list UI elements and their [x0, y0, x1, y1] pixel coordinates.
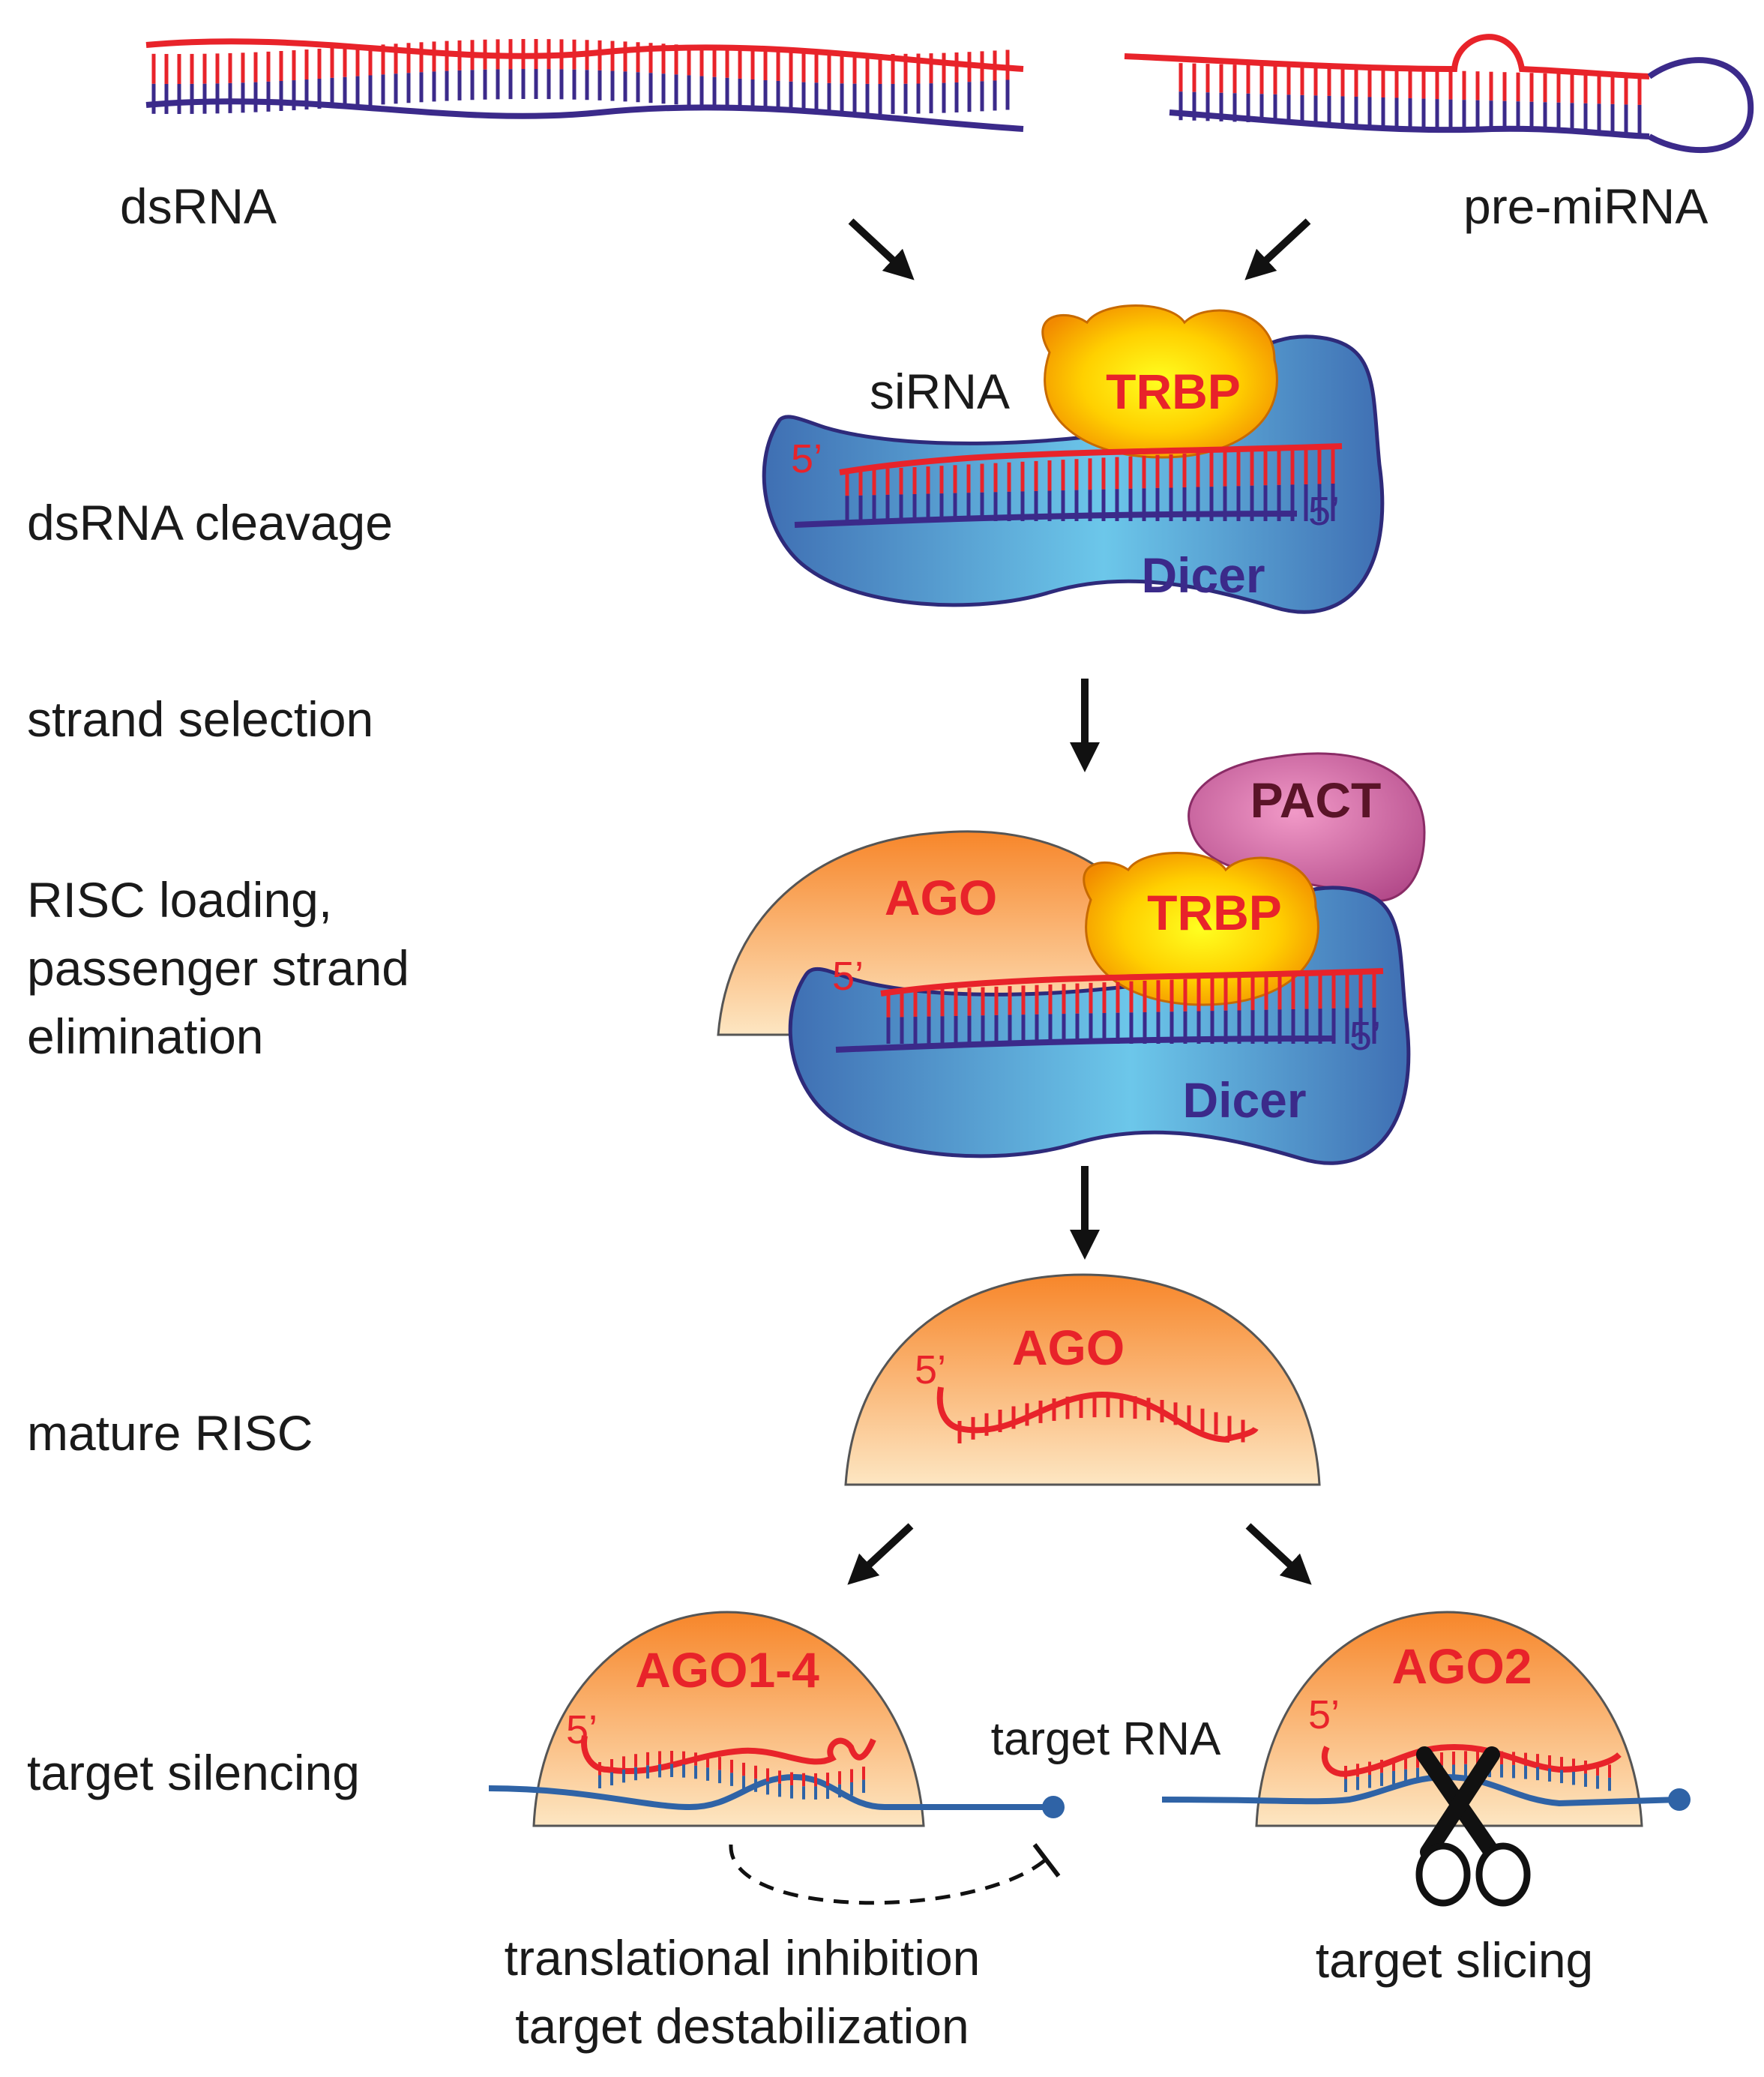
guide-rna-left	[581, 1735, 876, 1775]
scissors-icon	[1415, 1746, 1531, 1907]
step-mature-risc: mature RISC	[27, 1405, 313, 1461]
step-dsrna-cleavage: dsRNA cleavage	[27, 495, 393, 550]
ago2-label: AGO2	[1391, 1638, 1532, 1694]
ago-label-mature: AGO	[1012, 1320, 1125, 1375]
risc-loading-complex: 5’ 5’ AGO TRBP PACT Dicer	[717, 752, 1426, 1165]
dicer-label: Dicer	[1141, 547, 1265, 603]
ago1-4-label: AGO1-4	[635, 1642, 819, 1698]
five-prime-label-guide-2: 5’	[832, 954, 864, 999]
five-prime-label-guide: 5’	[791, 436, 822, 481]
dicer-complex-cleavage: 5’ 5’ TRBP Dicer siRNA	[762, 304, 1385, 614]
dicer-label-loading: Dicer	[1182, 1072, 1306, 1128]
outcome-target-slicing: target slicing	[1315, 1932, 1594, 1988]
trbp-label-loading: TRBP	[1147, 885, 1282, 940]
target-rna-left-end	[1042, 1796, 1065, 1818]
mature-risc-complex: 5’ AGO	[844, 1273, 1321, 1486]
inhibition-dashed-line	[729, 1844, 1047, 1905]
sirna-label: siRNA	[870, 364, 1010, 419]
ago1-4-complex: 5’ AGO1-4	[488, 1611, 1065, 1905]
arrow-dsrna-to-dicer	[848, 218, 915, 280]
dsrna-label: dsRNA	[120, 178, 277, 234]
ago2-complex: 5’ AGO2	[1161, 1611, 1691, 1907]
five-prime-label-ago2: 5’	[1308, 1692, 1340, 1737]
arrow-to-ago2	[1245, 1523, 1312, 1585]
step-strand-selection: strand selection	[27, 691, 374, 747]
guide-rna-right	[1321, 1743, 1622, 1777]
outcome-translational-inhibition: translational inhibition target destabil…	[504, 1930, 981, 2054]
five-prime-label-ago1-4: 5’	[566, 1707, 597, 1752]
target-rna-right-end	[1668, 1788, 1691, 1811]
target-rna-right	[1161, 1773, 1680, 1807]
ago-label-loading: AGO	[885, 870, 997, 925]
arrow-to-ago1-4	[847, 1523, 914, 1585]
target-rna-label: target RNA	[991, 1713, 1221, 1765]
trbp-protein-loading	[1083, 852, 1319, 1006]
pre-mirna-molecule	[1124, 34, 1754, 154]
five-prime-label-passenger: 5’	[1308, 489, 1340, 534]
pact-label: PACT	[1250, 772, 1382, 828]
inhibition-bar	[1032, 1843, 1061, 1878]
arrow-premirna-to-dicer	[1244, 218, 1311, 280]
step-target-silencing: target silencing	[27, 1745, 360, 1800]
trbp-label: TRBP	[1106, 364, 1241, 419]
step-risc-loading: RISC loading, passenger strand eliminati…	[27, 872, 409, 1064]
five-prime-label-passenger-2: 5’	[1349, 1014, 1381, 1059]
dsrna-molecule	[145, 38, 1024, 132]
five-prime-label-mature: 5’	[915, 1347, 946, 1392]
pre-mirna-label: pre-miRNA	[1463, 178, 1709, 234]
